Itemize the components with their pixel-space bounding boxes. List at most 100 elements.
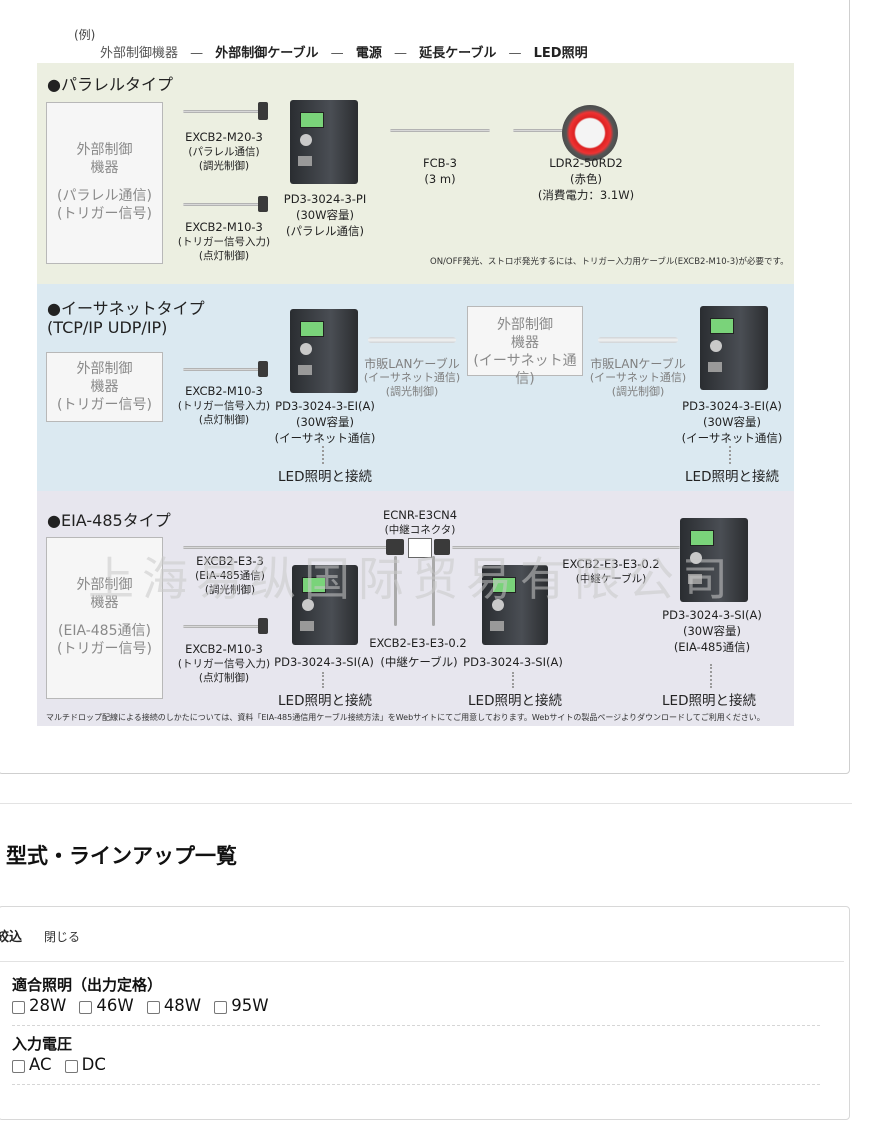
checkbox[interactable] (214, 1000, 228, 1014)
controller-image (700, 306, 768, 390)
led-connect-label: LED照明と接続 (662, 693, 756, 709)
label-line: (イーサネット通信) (274, 431, 376, 445)
led-connect-label: LED照明と接続 (468, 693, 562, 709)
lineup-title: 型式・ラインアップ一覧 (6, 844, 237, 868)
label-line: PD3-3024-3-SI(A) (662, 608, 762, 622)
filter-close-link[interactable]: 閉じる (44, 930, 81, 944)
label-line: 市販LANケーブル (590, 357, 686, 371)
cable-illustration (183, 546, 388, 549)
external-device-box: 外部制御 機器 (トリガー信号) (46, 352, 163, 422)
controller-image (292, 565, 358, 645)
external-device-box: 外部制御 機器 (パラレル通信) (トリガー信号) (46, 102, 163, 264)
dotted-connector (512, 672, 516, 688)
chain-separator: — (508, 46, 522, 61)
option-label: 48W (163, 996, 202, 1015)
label-line: (トリガー信号入力) (177, 658, 271, 670)
label-line: (30W容量) (683, 624, 741, 638)
extension-cable-label: FCB-3 (3 m) (400, 155, 480, 187)
chain-separator: — (393, 46, 407, 61)
connector-label: ECNR-E3CN4 (中継コネクタ) (368, 507, 472, 537)
chain-item: LED照明 (533, 46, 588, 61)
filter-divider (0, 961, 844, 962)
box-line: 外部制御 (76, 361, 133, 377)
box-line: 外部制御 (497, 317, 553, 333)
checkbox[interactable] (12, 1059, 25, 1073)
lan-cable (598, 337, 678, 343)
chain-item: 電源 (355, 46, 382, 61)
checkbox[interactable] (64, 1059, 78, 1073)
box-line: 機器 (90, 379, 119, 395)
box-line: (トリガー信号) (57, 206, 152, 222)
relay-connector (408, 538, 432, 558)
label-line: (調光制御) (204, 584, 256, 596)
controller-image (482, 565, 548, 645)
cable-label-trigger: EXCB2-M10-3 (トリガー信号入力) (点灯制御) (172, 641, 276, 685)
filter-option-95w[interactable]: 95W (214, 996, 269, 1015)
label-line: EXCB2-E3-3 (196, 554, 264, 568)
cable-label-eia: EXCB2-E3-3 (EIA-485通信) (調光制御) (178, 553, 282, 597)
led-connect-label: LED照明と接続 (278, 469, 372, 485)
label-line: EXCB2-M20-3 (185, 130, 263, 144)
filter-option-dc[interactable]: DC (64, 1055, 106, 1074)
label-line: (調光制御) (385, 385, 439, 398)
label-line: (パラレル通信) (286, 224, 364, 238)
filter-option-28w[interactable]: 28W (12, 996, 66, 1015)
controller-label: PD3-3024-3-EI(A) (30W容量) (イーサネット通信) (676, 398, 788, 446)
filter-option-46w[interactable]: 46W (79, 996, 134, 1015)
controller-image (290, 100, 358, 184)
filter-options-output: 28W 46W 48W 95W (12, 996, 277, 1018)
label-line: (EIA-485通信) (195, 570, 265, 582)
cable-illustration (183, 110, 261, 113)
eia485-section (37, 491, 794, 726)
box-line: 外部制御 (76, 142, 133, 158)
option-label: 28W (29, 996, 67, 1015)
filter-label: 絞込 (0, 930, 23, 945)
filter-group-divider (12, 1084, 820, 1085)
led-connect-label: LED照明と接続 (685, 469, 779, 485)
box-line: 機器 (90, 160, 119, 176)
extension-cable (390, 129, 490, 132)
ethernet-section (37, 284, 794, 491)
cable-label-trigger: EXCB2-M10-3 (トリガー信号入力) (点灯制御) (172, 383, 276, 427)
relay-cable-label: EXCB2-E3-E3-0.2 (369, 636, 467, 650)
parallel-title: ●パラレルタイプ (47, 75, 173, 94)
dotted-connector (729, 446, 733, 464)
box-line: (トリガー信号) (57, 641, 152, 657)
checkbox[interactable] (79, 1000, 93, 1014)
controller-image (290, 309, 358, 393)
option-label: 46W (96, 996, 134, 1015)
external-device-box: 外部制御 機器 (イーサネット通信) (467, 306, 583, 387)
option-label: AC (29, 1055, 52, 1074)
relay-cable (394, 556, 397, 626)
cable-illustration (183, 203, 261, 206)
box-line: 機器 (90, 595, 119, 611)
ring-light-image (562, 105, 618, 161)
cable-label-parallel: EXCB2-M20-3 (パラレル通信) (調光制御) (172, 129, 276, 173)
filter-group-divider (12, 1025, 820, 1026)
label-line: (3 m) (424, 172, 456, 186)
cable-illustration (452, 546, 680, 549)
chain-item: 延長ケーブル (419, 46, 497, 61)
checkbox[interactable] (12, 1000, 25, 1014)
filter-option-48w[interactable]: 48W (146, 996, 202, 1015)
filter-option-ac[interactable]: AC (12, 1055, 52, 1074)
box-line: 機器 (511, 335, 539, 351)
label-line: PD3-3024-3-EI(A) (275, 399, 375, 413)
cable-illustration (183, 625, 261, 628)
controller-label: PD3-3024-3-PI (30W容量) (パラレル通信) (272, 191, 378, 239)
chain-item: 外部制御ケーブル (215, 46, 319, 61)
chain-separator: — (190, 46, 204, 61)
connection-chain: 外部制御機器 — 外部制御ケーブル — 電源 — 延長ケーブル — LED照明 (100, 42, 588, 61)
checkbox[interactable] (146, 1000, 160, 1014)
relay-cable (432, 556, 435, 626)
filter-options-voltage: AC DC (12, 1055, 114, 1077)
filter-group-title: 入力電圧 (12, 1035, 73, 1053)
label-line: (トリガー信号入力) (177, 236, 271, 248)
controller-label: PD3-3024-3-SI(A) (463, 655, 563, 669)
label-line: PD3-3024-3-PI (283, 192, 367, 206)
ethernet-title: ●イーサネットタイプ (47, 299, 205, 318)
controller-label: PD3-3024-3-SI(A) (274, 655, 374, 669)
connector-plug (258, 102, 268, 120)
label-line: EXCB2-M10-3 (185, 642, 263, 656)
eia485-title: ●EIA-485タイプ (47, 511, 171, 530)
